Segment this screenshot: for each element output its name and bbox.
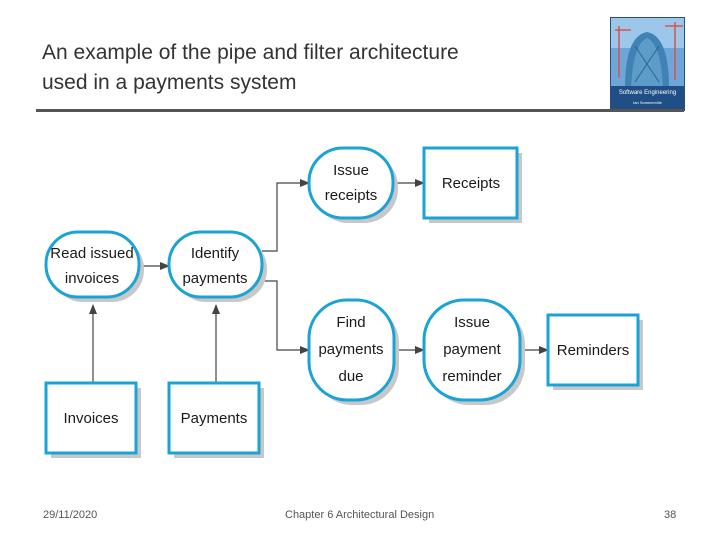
footer-page-number: 38 <box>664 509 677 521</box>
node-label: Find <box>336 314 365 331</box>
node-label: Issue <box>454 314 490 331</box>
footer-date: 29/11/2020 <box>43 509 98 521</box>
book-cover-illustration <box>611 18 684 110</box>
book-cover-image: Software Engineering Ian Sommerville <box>610 17 685 111</box>
node-issue-receipts: Issue receipts <box>307 146 398 223</box>
slide-title: An example of the pipe and filter archit… <box>42 38 582 98</box>
node-label: reminder <box>442 368 501 385</box>
node-label: payments <box>318 341 383 358</box>
node-label: Read issued <box>50 245 133 262</box>
node-label: receipts <box>325 187 378 204</box>
node-find-payments-due: Find payments due <box>307 298 399 405</box>
node-label: Invoices <box>63 410 118 427</box>
title-divider <box>36 109 684 112</box>
node-read-issued-invoices: Read issued invoices <box>44 230 144 302</box>
arrow-identify-to-find-payments-due <box>262 280 310 354</box>
footer-chapter: Chapter 6 Architectural Design <box>285 509 435 521</box>
connectors <box>89 179 549 383</box>
node-label: Receipts <box>442 175 500 192</box>
node-payments: Payments <box>167 381 264 458</box>
node-label: Issue <box>333 162 369 179</box>
node-label: payments <box>182 270 247 287</box>
node-label: invoices <box>65 270 119 287</box>
node-identify-payments: Identify payments <box>167 230 267 302</box>
cover-title: Software Engineering <box>618 90 677 96</box>
node-reminders: Reminders <box>546 313 643 390</box>
node-issue-payment-reminder: Issue payment reminder <box>422 298 525 405</box>
node-label: Payments <box>181 410 248 427</box>
arrow-identify-to-issue-receipts <box>262 179 310 252</box>
node-label: Identify <box>191 245 240 262</box>
node-label: due <box>338 368 363 385</box>
node-invoices: Invoices <box>44 381 141 458</box>
node-receipts: Receipts <box>422 146 522 223</box>
slide-title-line1: An example of the pipe and filter archit… <box>42 41 459 64</box>
cover-author: Ian Sommerville <box>633 100 662 105</box>
slide-title-line2: used in a payments system <box>42 71 297 94</box>
node-label: payment <box>443 341 501 358</box>
node-label: Reminders <box>557 342 630 359</box>
